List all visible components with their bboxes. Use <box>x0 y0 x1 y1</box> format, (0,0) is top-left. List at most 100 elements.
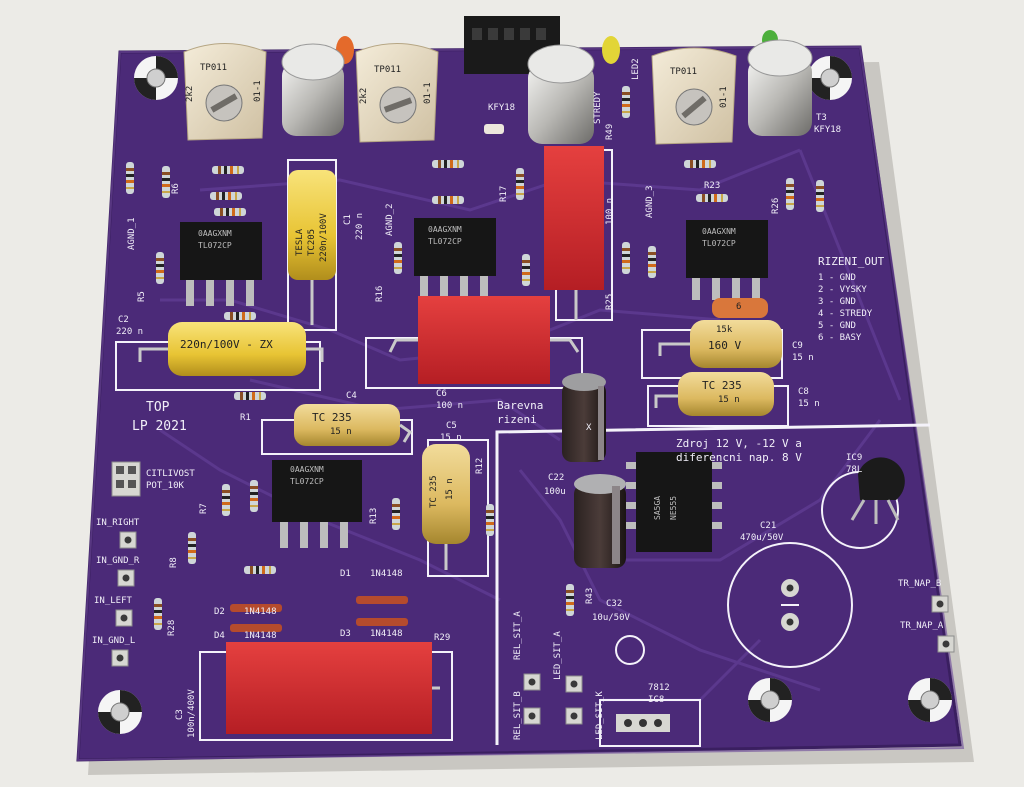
pad-in-gnd-r[interactable] <box>117 569 135 587</box>
label-rel-sit-a: REL_SIT_A <box>513 611 523 660</box>
resistor <box>684 160 716 168</box>
pad-rel-sit-a[interactable] <box>523 707 541 725</box>
resistor <box>648 246 656 278</box>
resistor <box>432 196 464 204</box>
ic9-regulator <box>850 457 905 524</box>
ic-3-part: TL072CP <box>702 239 736 248</box>
trimmer-2-value: 2k2 <box>359 87 369 104</box>
ref-c1-value: 220 n <box>355 212 365 240</box>
resistor <box>522 254 530 286</box>
resistor <box>224 312 256 320</box>
c21-footprint <box>781 579 799 631</box>
cap-c8 <box>654 372 774 416</box>
ref-c5-value: 15 n <box>440 433 462 443</box>
connector-pin-4: 4 - STREDY <box>818 309 873 319</box>
resistor <box>156 252 164 284</box>
resistor <box>154 598 162 630</box>
mount-hole-bm <box>747 677 793 723</box>
trimmer-2[interactable] <box>355 43 439 143</box>
trimmer-3[interactable] <box>651 47 737 145</box>
cap-c8-value: 15 n <box>718 395 740 405</box>
pad-in-left[interactable] <box>115 609 133 627</box>
cap-c3-red <box>226 642 440 734</box>
cap-c6-red <box>388 296 580 384</box>
connector-title: RIZENI_OUT <box>818 255 885 268</box>
ref-agnd3: AGND_3 <box>645 185 655 218</box>
ref-agnd1: AGND_1 <box>127 217 137 250</box>
resistor <box>244 566 276 574</box>
pot-label-2: POT_10K <box>146 481 184 491</box>
connector-pin-5: 5 - GND <box>818 321 856 331</box>
tesla-brand: TESLA <box>295 228 305 256</box>
cap-c5-value: 15 n <box>445 478 455 500</box>
ref-c32: C32 <box>606 599 623 609</box>
ic-555-line2: NE555 <box>669 495 678 520</box>
resistor <box>210 192 242 200</box>
ic-1 <box>180 222 262 306</box>
ic-2 <box>414 218 496 296</box>
led-yellow <box>602 36 620 64</box>
power-note-2: diferencni nap. 8 V <box>676 451 802 464</box>
pad-rel-sit-b[interactable] <box>523 673 541 691</box>
ref-c21: C21 <box>760 521 777 531</box>
ic-1-part: TL072CP <box>198 241 232 250</box>
elko-c47 <box>574 474 626 568</box>
trimmer-1-mark: 01-1 <box>253 80 263 102</box>
resistor <box>816 180 824 212</box>
pad-led-sit-k[interactable] <box>565 707 583 725</box>
resistor <box>394 242 402 274</box>
resistor <box>432 160 464 168</box>
resistor <box>234 392 266 400</box>
ref-r28: R28 <box>167 619 177 636</box>
label-rel-sit-b: REL_SIT_B <box>513 691 523 740</box>
ref-t3-value: KFY18 <box>814 125 842 135</box>
pad-in-right[interactable] <box>119 531 137 549</box>
pad-in-gnd-l[interactable] <box>111 649 129 667</box>
cap-c7-red <box>544 146 604 320</box>
power-note-1: Zdroj 12 V, -12 V a <box>676 437 802 450</box>
pot-connector[interactable] <box>111 461 141 497</box>
label-tr-nap-b: TR_NAP_B <box>898 579 942 589</box>
cap-c9 <box>658 320 782 368</box>
ref-r43: R43 <box>585 587 595 604</box>
ref-c9: C9 <box>792 341 803 351</box>
ref-agnd2: AGND_2 <box>385 203 395 236</box>
pad-tr-nap-a[interactable] <box>937 635 955 653</box>
pad-led-sit-a[interactable] <box>565 675 583 693</box>
ref-c6-value: 100 n <box>436 401 464 411</box>
section-divider <box>495 423 931 745</box>
ref-c3: C3 <box>175 709 185 720</box>
ref-d2-part: 1N4148 <box>244 607 277 617</box>
cap-6-orange <box>712 298 768 318</box>
ref-c32-value: 10u/50V <box>592 613 630 623</box>
ic8-footprint <box>616 714 670 732</box>
ref-r49: R49 <box>605 123 615 140</box>
cap-c8-print: TC 235 <box>702 379 742 392</box>
ref-r5: R5 <box>137 291 147 302</box>
ref-r8: R8 <box>169 557 179 568</box>
ref-r12: R12 <box>475 457 485 474</box>
ref-d3-part: 1N4148 <box>370 629 403 639</box>
trimmer-3-label: TP011 <box>670 67 698 77</box>
ref-c6: C6 <box>436 389 447 399</box>
ic-555 <box>626 452 722 552</box>
ref-r16: R16 <box>375 285 385 302</box>
ic-4-part: TL072CP <box>290 477 324 486</box>
ref-c22: C22 <box>548 473 565 483</box>
ref-c4: C4 <box>346 391 357 401</box>
ref-d2: D2 <box>214 607 225 617</box>
label-led-sit-k: LED_SIT_K <box>595 691 605 740</box>
ref-t1-value: KFY18 <box>488 103 516 113</box>
ref-r25: R25 <box>605 293 615 310</box>
transistor-t3 <box>747 39 813 136</box>
pad-tr-nap-b[interactable] <box>931 595 949 613</box>
elko-c22-mark: X <box>586 423 592 433</box>
resistor <box>622 242 630 274</box>
label-in-gnd-r: IN_GND_R <box>96 556 140 566</box>
ic-2-code: 0AAGXNM <box>428 225 462 234</box>
ic-3 <box>686 220 768 300</box>
cap-c4-print: TC 235 <box>312 411 352 424</box>
trimmer-1[interactable] <box>183 43 267 141</box>
resistor <box>786 178 794 210</box>
